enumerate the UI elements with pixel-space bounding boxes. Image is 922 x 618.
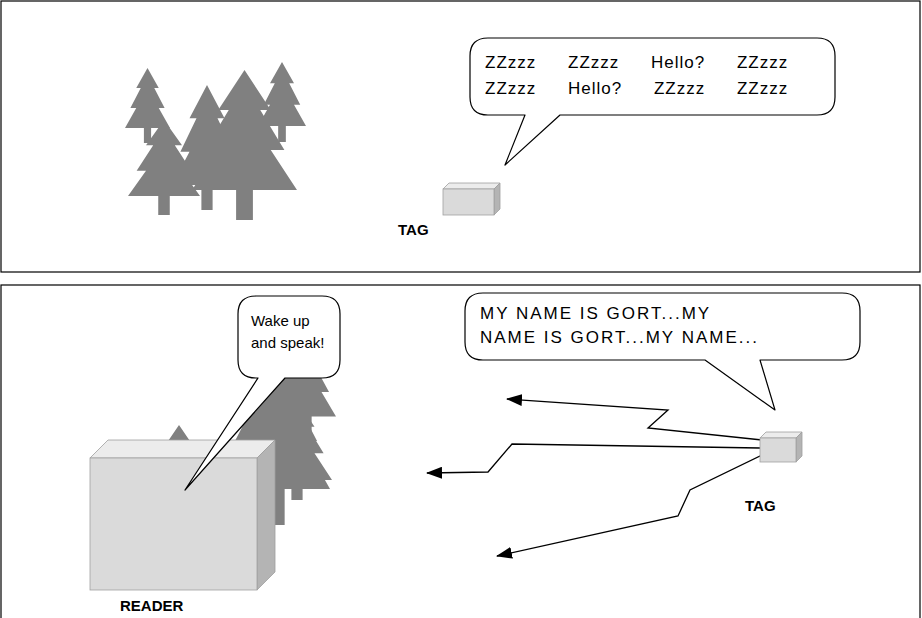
- speech-bubble: [185, 296, 340, 490]
- bubble-text: Wake up and speak!: [251, 310, 333, 354]
- tag-face-side: [796, 432, 802, 462]
- tree: [192, 70, 297, 220]
- panel-border: [1, 1, 920, 272]
- signal-arrow: [497, 454, 764, 556]
- tag-face-top: [760, 432, 802, 438]
- reader-face-side: [257, 440, 275, 590]
- signal-arrow: [427, 444, 760, 473]
- node-outline: [90, 440, 275, 590]
- node-outline: [470, 38, 835, 115]
- speech-bubble: [465, 293, 860, 410]
- tag-face-front: [443, 189, 494, 215]
- tag-face-side: [494, 183, 500, 215]
- node-outline: [465, 293, 860, 360]
- node-outline: [443, 183, 500, 215]
- device-label: TAG: [398, 221, 429, 238]
- reader-face-top: [90, 440, 275, 458]
- speech-bubble: [470, 38, 835, 165]
- speech-bubble: Wake up and speak!: [238, 296, 340, 378]
- rfid-tag: TAG: [760, 432, 802, 462]
- signal-waves: [427, 399, 764, 556]
- signal-arrow: [507, 399, 762, 440]
- panel-border: [1, 285, 920, 618]
- node-outline: [760, 432, 802, 462]
- tree-group: [125, 62, 306, 220]
- device-label: TAG: [745, 497, 776, 514]
- reader-face-front: [90, 458, 257, 590]
- speech-bubble: ZZzzz ZZzzz Hello? ZZzzz ZZzzz Hello? ZZ…: [470, 38, 835, 115]
- reader-device: READER: [90, 440, 275, 590]
- bubble-text: MY NAME IS GORT...MY NAME IS GORT...MY N…: [480, 302, 772, 350]
- speech-bubble: MY NAME IS GORT...MY NAME IS GORT...MY N…: [465, 293, 860, 360]
- bubble-text: ZZzzz ZZzzz Hello? ZZzzz ZZzzz Hello? ZZ…: [485, 50, 820, 102]
- rfid-tag: TAG: [443, 183, 500, 215]
- tag-face-front: [760, 438, 796, 462]
- device-label: READER: [120, 597, 183, 614]
- tag-face-top: [443, 183, 500, 189]
